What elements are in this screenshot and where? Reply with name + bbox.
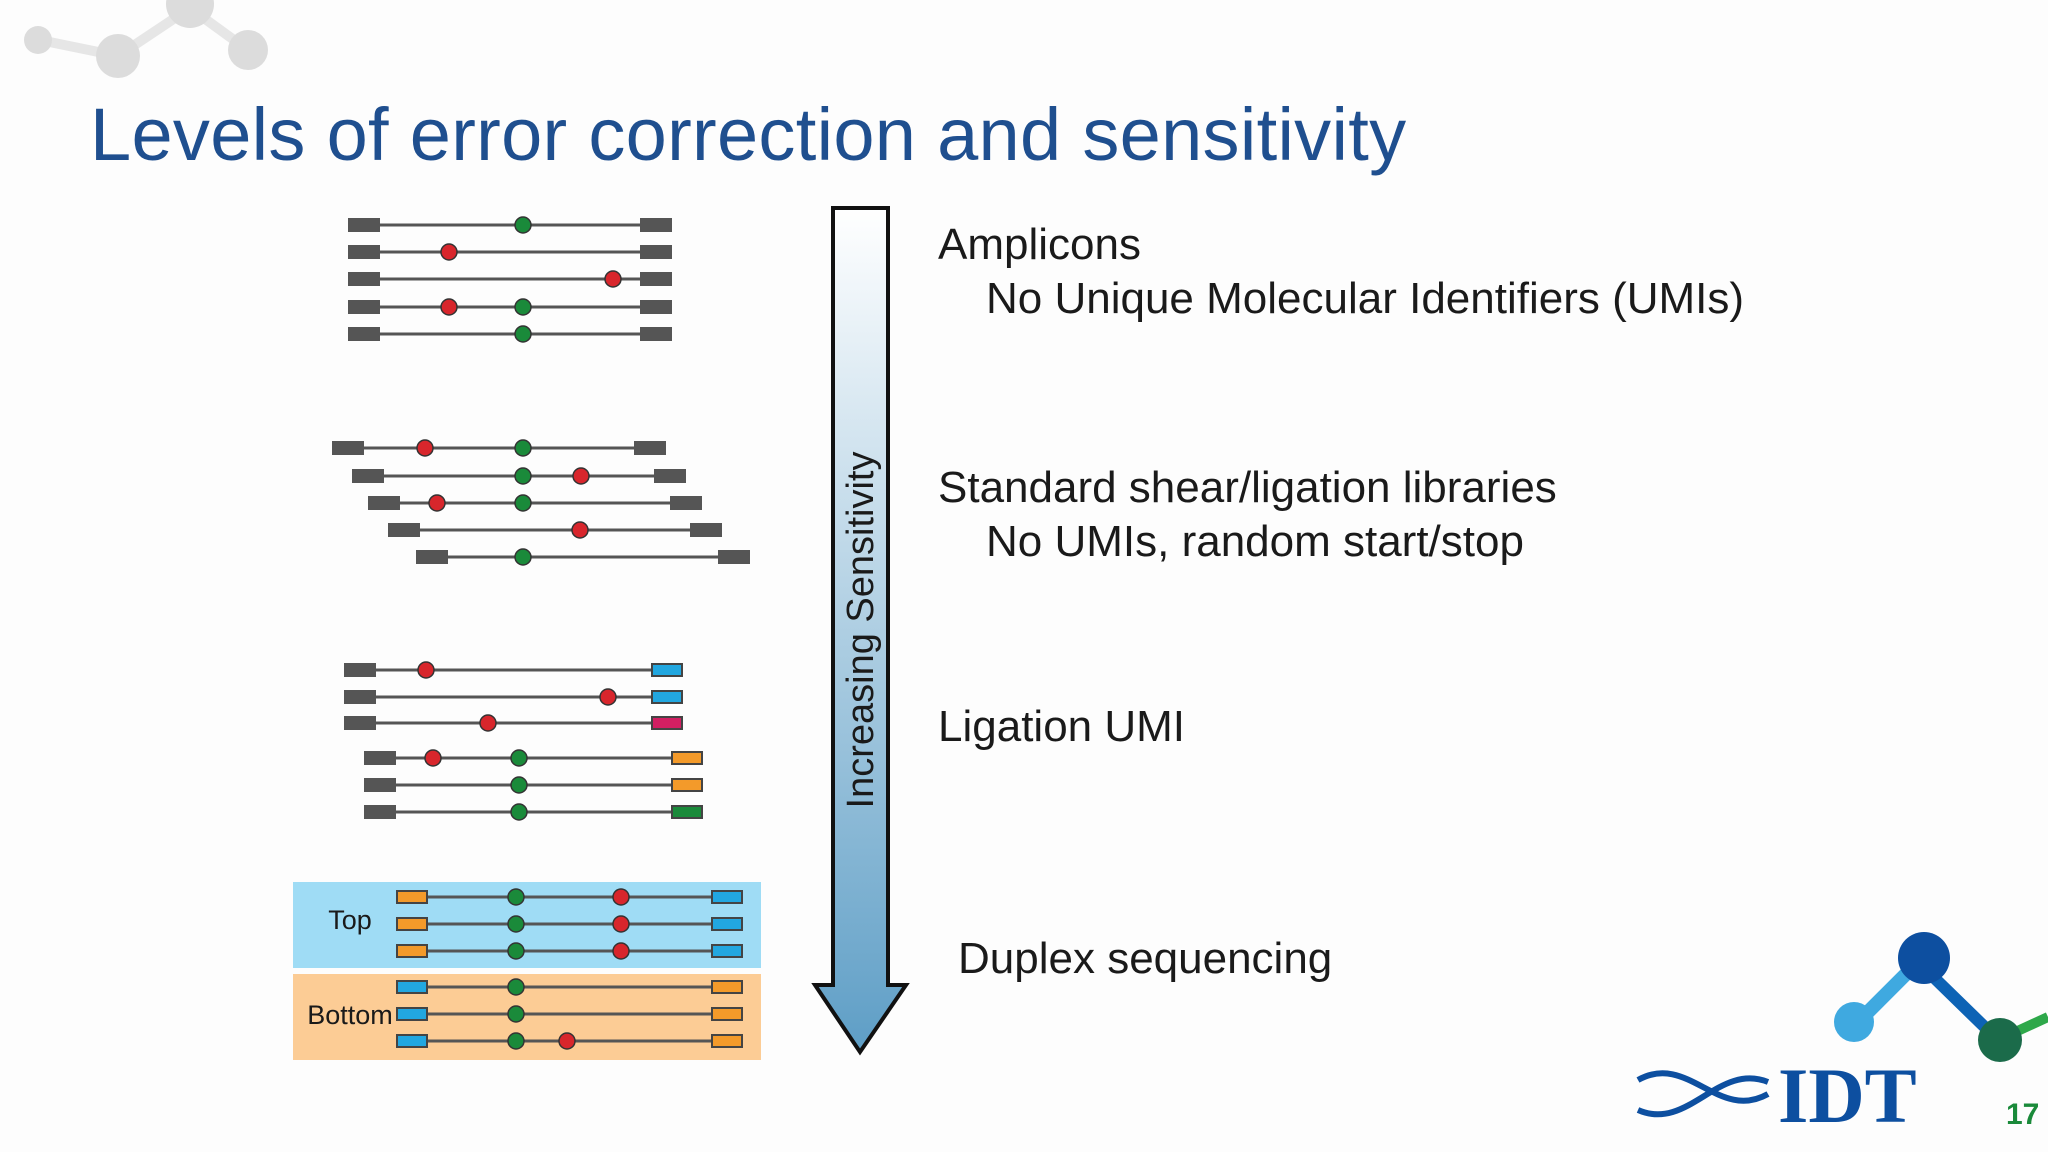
arrow-label: Increasing Sensitivity bbox=[840, 452, 882, 809]
level-heading: Duplex sequencing bbox=[958, 934, 1333, 983]
error-dot bbox=[612, 915, 630, 933]
error-dot bbox=[572, 467, 590, 485]
dna-helix-icon bbox=[1636, 1070, 1770, 1118]
logo-text: IDT bbox=[1778, 1052, 1917, 1139]
variant-dot bbox=[514, 216, 532, 234]
adapter-block bbox=[416, 550, 448, 564]
top-strand-label: Top bbox=[328, 905, 372, 935]
adapter-block bbox=[640, 300, 672, 314]
level-shear-ligation: Standard shear/ligation libraries No UMI… bbox=[938, 461, 1557, 569]
umi-tag-right bbox=[711, 1007, 743, 1021]
adapter-block bbox=[344, 663, 376, 677]
umi-tag-right bbox=[671, 805, 703, 819]
adapter-block bbox=[352, 469, 384, 483]
umi-tag-right bbox=[651, 663, 683, 677]
variant-dot bbox=[507, 942, 525, 960]
adapter-block bbox=[634, 441, 666, 455]
level-duplex: Duplex sequencing bbox=[958, 932, 1332, 986]
adapter-block bbox=[388, 523, 420, 537]
adapter-block bbox=[640, 245, 672, 259]
adapter-block bbox=[348, 218, 380, 232]
variant-dot bbox=[507, 888, 525, 906]
adapter-block bbox=[364, 805, 396, 819]
variant-dot bbox=[514, 325, 532, 343]
adapter-block bbox=[344, 690, 376, 704]
adapter-block bbox=[640, 218, 672, 232]
variant-dot bbox=[514, 298, 532, 316]
umi-tag-right bbox=[711, 944, 743, 958]
umi-tag-right bbox=[711, 917, 743, 931]
level-heading: Amplicons bbox=[938, 220, 1141, 269]
level-heading: Standard shear/ligation libraries bbox=[938, 463, 1557, 512]
error-dot bbox=[440, 298, 458, 316]
adapter-block bbox=[348, 327, 380, 341]
error-dot bbox=[428, 494, 446, 512]
error-dot bbox=[599, 688, 617, 706]
error-dot bbox=[612, 942, 630, 960]
umi-tag-right bbox=[651, 690, 683, 704]
level-ligation-umi: Ligation UMI bbox=[938, 700, 1185, 754]
slide-title: Levels of error correction and sensitivi… bbox=[90, 93, 1407, 176]
adapter-block bbox=[332, 441, 364, 455]
error-dot bbox=[417, 661, 435, 679]
adapter-block bbox=[670, 496, 702, 510]
error-dot bbox=[424, 749, 442, 767]
variant-dot bbox=[514, 548, 532, 566]
umi-tag-right bbox=[671, 751, 703, 765]
adapter-block bbox=[718, 550, 750, 564]
error-dot bbox=[416, 439, 434, 457]
adapter-block bbox=[640, 272, 672, 286]
error-dot bbox=[558, 1032, 576, 1050]
adapter-block bbox=[364, 778, 396, 792]
adapter-block bbox=[348, 272, 380, 286]
umi-tag-right bbox=[711, 890, 743, 904]
variant-dot bbox=[510, 749, 528, 767]
error-dot bbox=[571, 521, 589, 539]
umi-tag-left bbox=[396, 890, 428, 904]
umi-tag-left bbox=[396, 1034, 428, 1048]
variant-dot bbox=[514, 467, 532, 485]
molecule-decoration-icon bbox=[24, 0, 268, 78]
variant-dot bbox=[514, 439, 532, 457]
variant-dot bbox=[510, 803, 528, 821]
adapter-block bbox=[368, 496, 400, 510]
adapter-block bbox=[640, 327, 672, 341]
idt-logo: IDT 17 bbox=[1636, 932, 2048, 1139]
umi-tag-right bbox=[711, 980, 743, 994]
adapter-block bbox=[364, 751, 396, 765]
umi-tag-right bbox=[651, 716, 683, 730]
idt-molecule-logo-icon bbox=[1834, 932, 2048, 1062]
read-lines bbox=[332, 216, 750, 1050]
adapter-block bbox=[344, 716, 376, 730]
level-subtext: No Unique Molecular Identifiers (UMIs) bbox=[986, 274, 1745, 323]
umi-tag-left bbox=[396, 917, 428, 931]
level-amplicons: Amplicons No Unique Molecular Identifier… bbox=[938, 218, 1744, 326]
increasing-sensitivity-arrow bbox=[811, 206, 910, 1056]
umi-tag-left bbox=[396, 980, 428, 994]
variant-dot bbox=[507, 1032, 525, 1050]
adapter-block bbox=[690, 523, 722, 537]
bottom-strand-label: Bottom bbox=[307, 1000, 393, 1030]
variant-dot bbox=[507, 915, 525, 933]
error-dot bbox=[479, 714, 497, 732]
adapter-block bbox=[654, 469, 686, 483]
variant-dot bbox=[510, 776, 528, 794]
adapter-block bbox=[348, 245, 380, 259]
error-dot bbox=[440, 243, 458, 261]
umi-tag-left bbox=[396, 1007, 428, 1021]
slide-number: 17 bbox=[2006, 1098, 2039, 1131]
variant-dot bbox=[514, 494, 532, 512]
level-heading: Ligation UMI bbox=[938, 702, 1186, 751]
error-dot bbox=[612, 888, 630, 906]
adapter-block bbox=[348, 300, 380, 314]
umi-tag-right bbox=[711, 1034, 743, 1048]
umi-tag-right bbox=[671, 778, 703, 792]
level-subtext: No UMIs, random start/stop bbox=[986, 517, 1524, 566]
variant-dot bbox=[507, 978, 525, 996]
variant-dot bbox=[507, 1005, 525, 1023]
error-dot bbox=[604, 270, 622, 288]
umi-tag-left bbox=[396, 944, 428, 958]
